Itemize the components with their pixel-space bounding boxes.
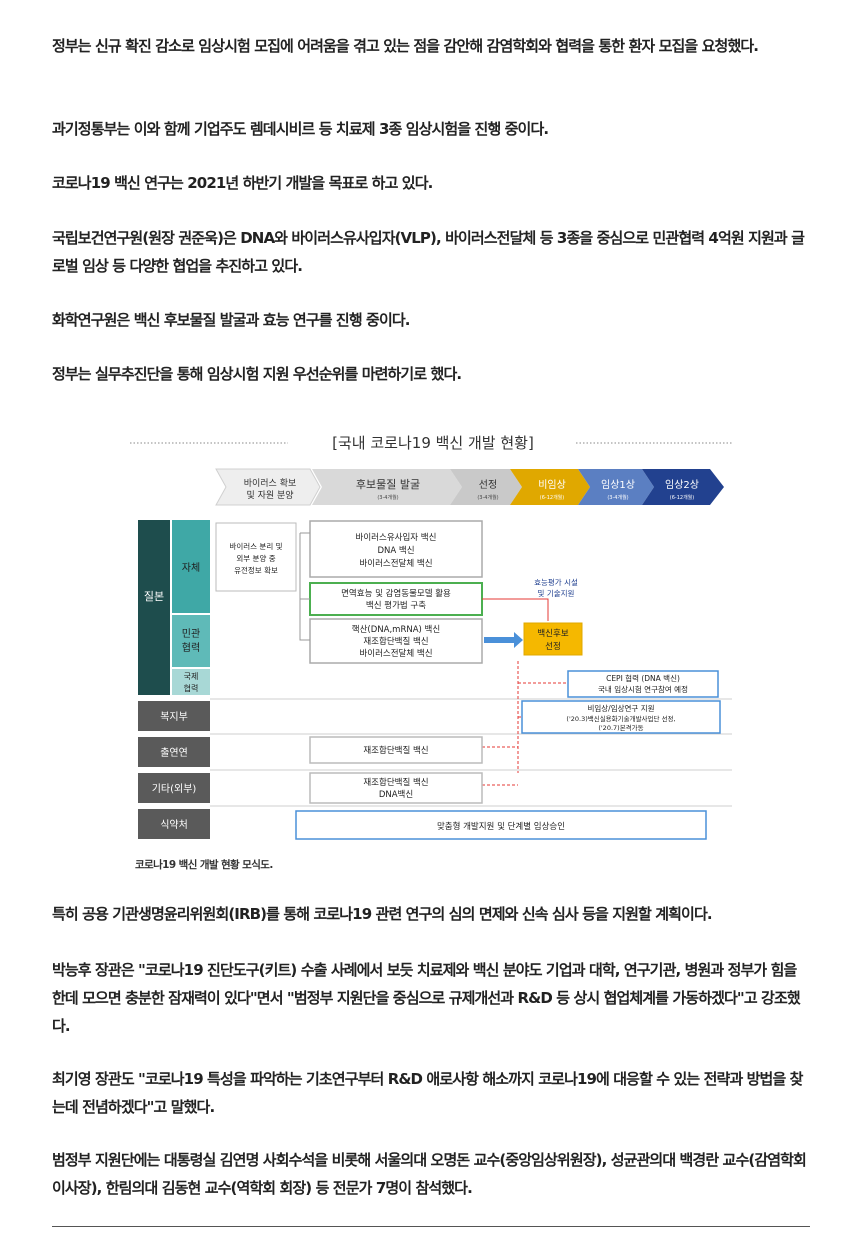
- row-label: 복지부: [160, 711, 188, 723]
- arrow-icon: [484, 632, 523, 648]
- group-label: 질본: [144, 590, 164, 603]
- box-text: 재조합단백질 백신: [363, 636, 428, 647]
- mohw-support-box: [521, 700, 721, 734]
- row-label-box: [138, 701, 210, 731]
- row-label: 협력: [182, 641, 200, 654]
- stage-arrow: [450, 469, 522, 505]
- connector-line: [482, 661, 519, 786]
- box-text: 바이러스전달체 백신: [359, 648, 432, 659]
- box-text: 백신 평가법 구축: [366, 600, 426, 611]
- stage-label: 및 자원 분양: [246, 489, 293, 501]
- row-label: 식약처: [160, 819, 188, 831]
- stage-label: 후보물질 발굴: [356, 478, 420, 491]
- paragraph: 화학연구원은 백신 후보물질 발굴과 효능 연구를 진행 중이다.: [52, 311, 410, 329]
- stage-duration: (3-4개월): [607, 494, 628, 501]
- box-text: DNA백신: [379, 789, 413, 800]
- stage-duration: (3-4개월): [477, 494, 498, 501]
- box-text: CEPI 협력 (DNA 백신): [606, 673, 680, 683]
- connector-line: [299, 533, 310, 641]
- paragraph: 박능후 장관은 "코로나19 진단도구(키트) 수출 사례에서 보듯 치료제와 …: [52, 961, 801, 1035]
- row-label: 국제: [184, 672, 199, 681]
- stage-arrow: [642, 469, 724, 505]
- paragraph: 과기정통부는 이와 함께 기업주도 렘데시비르 등 치료제 3종 임상시험을 진…: [52, 120, 549, 138]
- stage-duration: (6-12개월): [540, 494, 564, 501]
- box-text: DNA 백신: [377, 545, 414, 556]
- box-text: 재조합단백질 백신: [363, 745, 428, 756]
- box-text: 바이러스 분리 및: [229, 541, 282, 551]
- other-vaccine-box: [309, 772, 483, 804]
- paragraph: 정부는 신규 확진 감소로 임상시험 모집에 어려움을 겪고 있는 점을 감안해…: [52, 37, 759, 55]
- paragraph: 국립보건연구원(원장 권준욱)은 DNA와 바이러스유사입자(VLP), 바이러…: [52, 229, 805, 275]
- stage-label: 선정: [479, 479, 497, 491]
- row-label-box: [172, 615, 210, 667]
- connector-line: [300, 532, 310, 600]
- stage-duration: (3-4개월): [377, 494, 398, 501]
- box-text: 바이러스전달체 백신: [359, 558, 432, 569]
- bottom-divider: [52, 1226, 810, 1227]
- institute-vaccine-box: [309, 736, 483, 764]
- box-text: 비임상/임상연구 지원: [587, 703, 654, 713]
- annotation-text: 및 기술지원: [538, 588, 575, 598]
- diagram-title: [국내 코로나19 백신 개발 현황]: [332, 434, 534, 452]
- row-label: 기타(외부): [152, 783, 197, 795]
- row-label: 자체: [182, 562, 200, 574]
- box-text: 외부 분양 중: [236, 553, 275, 563]
- row-label-box: [172, 669, 210, 695]
- public-private-vaccine-box: [309, 618, 483, 664]
- row-label-box: [138, 737, 210, 767]
- figure-caption: 코로나19 백신 개발 현황 모식도.: [135, 859, 273, 871]
- box-text: ('20.3)백신실용화기술개발사업단 선정,: [566, 714, 675, 723]
- row-label: 민관: [182, 628, 200, 640]
- row-label-box: [172, 520, 210, 613]
- box-text: 선정: [545, 641, 561, 652]
- box-text: 면역효능 및 감염동물모델 활용: [341, 588, 451, 599]
- stage-arrow: [578, 469, 654, 505]
- vaccine-development-diagram: [국내 코로나19 백신 개발 현황] 바이러스 확보 및 자원 분양 후보물질…: [130, 434, 732, 840]
- box-text: 백신후보: [537, 628, 568, 639]
- box-text: 재조합단백질 백신: [363, 777, 428, 788]
- paragraph: 정부는 실무추진단을 통해 임상시험 지원 우선순위를 마련하기로 했다.: [52, 365, 462, 383]
- paragraph: 최기영 장관도 "코로나19 특성을 파악하는 기초연구부터 R&D 애로사항 …: [52, 1070, 803, 1116]
- evaluation-method-box: [309, 582, 483, 616]
- paragraph: 특히 공용 기관생명윤리위원회(IRB)를 통해 코로나19 관련 연구의 심의…: [52, 905, 713, 923]
- row-label: 출연연: [160, 747, 188, 759]
- row-label-box: [138, 773, 210, 803]
- annotation-text: 효능평가 시설: [534, 577, 578, 587]
- stage-label: 바이러스 확보: [244, 477, 297, 489]
- row-label: 협력: [184, 683, 199, 693]
- stage-label: 임상2상: [665, 478, 699, 491]
- stage-label: 임상1상: [601, 478, 635, 491]
- box-text: 핵산(DNA,mRNA) 백신: [352, 624, 440, 635]
- cepi-box: [567, 670, 719, 698]
- stage-arrows: 바이러스 확보 및 자원 분양 후보물질 발굴 (3-4개월) 선정 (3-4개…: [215, 468, 724, 506]
- stage-duration: (6-12개월): [670, 494, 694, 501]
- box-text: 유전정보 확보: [234, 565, 278, 575]
- stage-arrow: [510, 469, 590, 505]
- virus-acquisition-box: [215, 522, 297, 592]
- self-vaccine-box: [309, 520, 483, 578]
- stage-arrow: [312, 469, 462, 505]
- stage-arrow: [215, 468, 321, 506]
- connector-line: [482, 598, 549, 621]
- box-text: ('20.7)본격가동: [598, 723, 643, 732]
- mfds-box: [295, 810, 707, 840]
- connector-line: [518, 682, 568, 718]
- group-label-box: [138, 520, 170, 695]
- box-text: 국내 임상시험 연구참여 예정: [598, 684, 688, 694]
- paragraph: 범정부 지원단에는 대통령실 김연명 사회수석을 비롯해 서울의대 오명돈 교수…: [52, 1151, 807, 1197]
- box-text: 맞춤형 개발지원 및 단계별 임상승인: [437, 821, 565, 832]
- candidate-selection-box: [523, 622, 583, 656]
- box-text: 바이러스유사입자 백신: [356, 532, 437, 543]
- paragraph: 코로나19 백신 연구는 2021년 하반기 개발을 목표로 하고 있다.: [52, 174, 433, 192]
- row-label-box: [138, 809, 210, 839]
- stage-label: 비임상: [538, 478, 566, 491]
